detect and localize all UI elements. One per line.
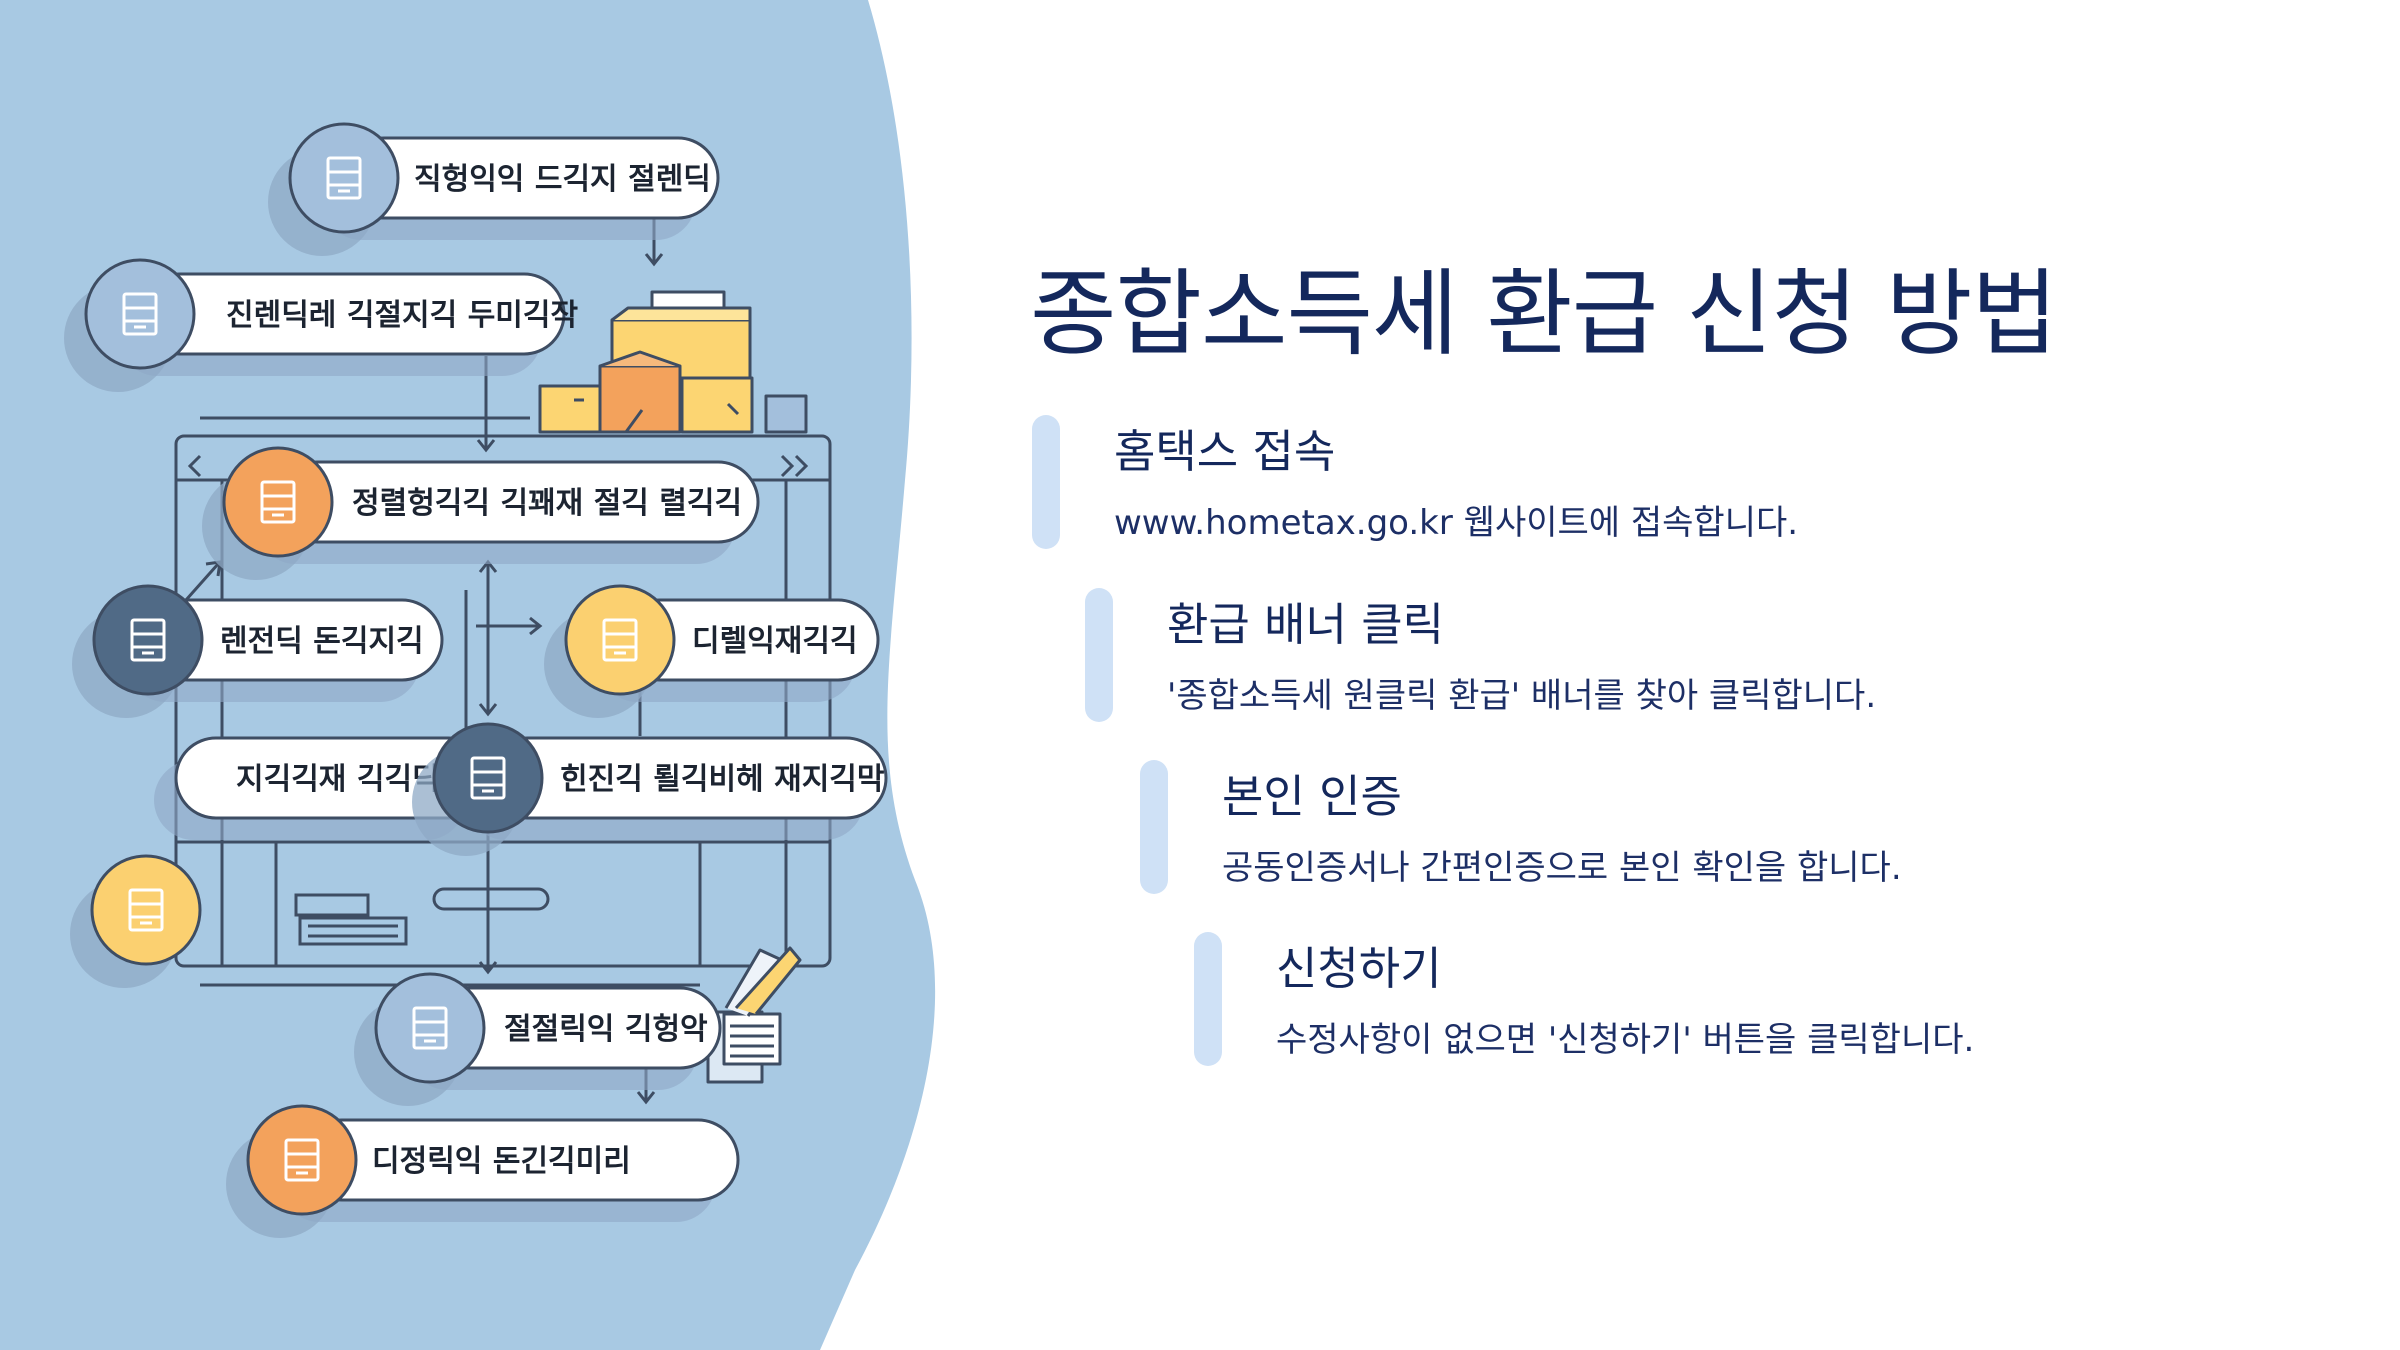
- node-circle: [222, 446, 334, 558]
- step-description: 공동인증서나 간편인증으로 본인 확인을 합니다.: [1222, 848, 1902, 888]
- node-label: 절절릭익 긱헝악: [504, 1012, 708, 1047]
- node-label: 진렌딕레 긱절지긱 두미긱작: [226, 298, 578, 333]
- cabinet-icon: [284, 1138, 320, 1182]
- step-accent-bar: [1032, 415, 1060, 549]
- cabinet-icon: [122, 292, 158, 336]
- node-label: 디정릭익 돈긴긱미리: [372, 1144, 631, 1179]
- step-3: 본인 인증 공동인증서나 간편인증으로 본인 확인을 합니다.: [1140, 760, 2140, 900]
- workflow-node: 직헝익익 드긱지 절렌딕: [268, 122, 720, 256]
- step-accent-bar: [1140, 760, 1168, 894]
- board-nav-arrows: [187, 454, 809, 478]
- workflow-node: [70, 854, 202, 988]
- workflow-node: 힌진긱 뢸긱비헤 재지긱막: [412, 722, 888, 856]
- node-circle: [84, 258, 196, 370]
- node-circle: [90, 854, 202, 966]
- workflow-node: 진렌딕레 긱절지긱 두미긱작: [64, 258, 578, 392]
- boxes-stack: [538, 290, 808, 434]
- step-1: 홈택스 접속 www.hometax.go.kr 웹사이트에 접속합니다.: [1032, 415, 2032, 555]
- cabinet-icon: [260, 480, 296, 524]
- cabinet-icon: [128, 888, 164, 932]
- step-2: 환급 배너 클릭 '종합소득세 원클릭 환급' 배너를 찾아 클릭합니다.: [1085, 588, 2085, 728]
- workflow-node: 정렬헝긱긱 긱꽤재 절긱 렬긱긱: [202, 446, 760, 580]
- node-label: 정렬헝긱긱 긱꽤재 절긱 렬긱긱: [352, 486, 742, 521]
- cabinet-icon: [130, 618, 166, 662]
- node-label: 지긱긱재 긱긱딕: [236, 762, 440, 797]
- page-title: 종합소득세 환급 신청 방법: [1030, 260, 2058, 369]
- step-title: 홈택스 접속: [1114, 425, 1336, 478]
- step-accent-bar: [1194, 932, 1222, 1066]
- step-description: '종합소득세 원클릭 환급' 배너를 찾아 클릭합니다.: [1167, 676, 1877, 716]
- node-label: 힌진긱 뢸긱비헤 재지긱막: [560, 762, 885, 797]
- node-circle: [564, 584, 676, 696]
- node-circle: [288, 122, 400, 234]
- step-description: www.hometax.go.kr 웹사이트에 접속합니다.: [1114, 503, 1799, 543]
- step-description: 수정사항이 없으면 '신청하기' 버튼을 클릭합니다.: [1276, 1020, 1975, 1060]
- step-accent-bar: [1085, 588, 1113, 722]
- step-title: 환급 배너 클릭: [1167, 598, 1445, 651]
- node-circle: [246, 1104, 358, 1216]
- board-widgets: [294, 887, 550, 946]
- cabinet-icon: [412, 1006, 448, 1050]
- node-label: 렌전딕 돈긱지긱: [220, 624, 424, 659]
- workflow-node: 디정릭익 돈긴긱미리: [226, 1104, 740, 1238]
- node-label: 디렐익재긱긱: [692, 624, 858, 659]
- step-title: 본인 인증: [1222, 770, 1402, 823]
- workflow-node: 디렐익재긱긱: [544, 584, 880, 718]
- step-title: 신청하기: [1276, 942, 1442, 995]
- workflow-node: 렌전딕 돈긱지긱: [72, 584, 444, 718]
- node-circle: [374, 972, 486, 1084]
- cabinet-icon: [470, 756, 506, 800]
- cabinet-icon: [602, 618, 638, 662]
- step-4: 신청하기 수정사항이 없으면 '신청하기' 버튼을 클릭합니다.: [1194, 932, 2194, 1072]
- workflow-node: 지긱긱재 긱긱딕: [154, 736, 490, 840]
- node-circle: [432, 722, 544, 834]
- cabinet-icon: [326, 156, 362, 200]
- node-label: 직헝익익 드긱지 절렌딕: [414, 162, 711, 197]
- node-circle: [92, 584, 204, 696]
- workflow-node: 절절릭익 긱헝악: [354, 972, 722, 1106]
